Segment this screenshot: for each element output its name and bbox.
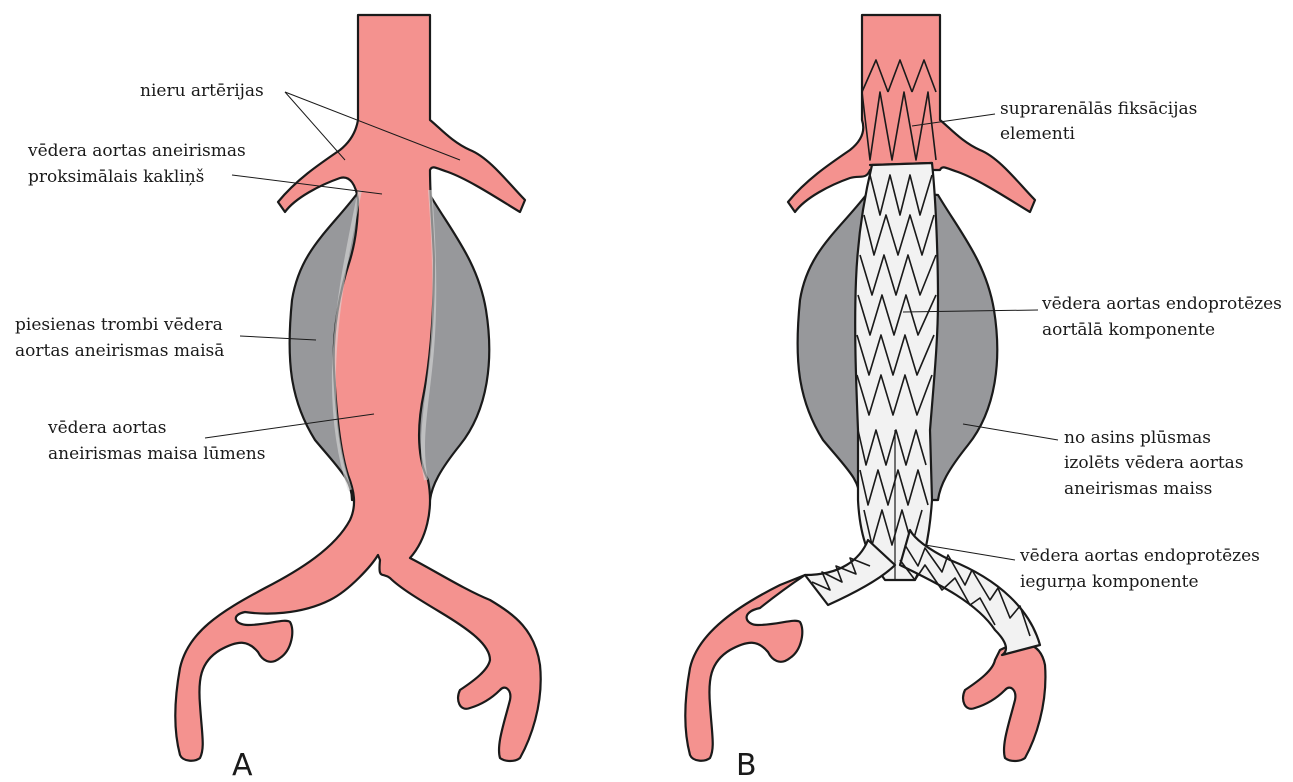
label-thrombus-1: piesienas trombi vēdera	[15, 315, 223, 335]
label-excluded-sac-2: izolēts vēdera aortas	[1064, 453, 1244, 473]
label-excluded-sac-3: aneirismas maiss	[1064, 479, 1212, 499]
panel-b-letter: B	[736, 748, 757, 782]
label-proximal-neck-1: vēdera aortas aneirismas	[27, 141, 246, 161]
leader-renal-left	[285, 92, 345, 160]
label-lumen-1: vēdera aortas	[47, 418, 166, 438]
label-aortic-component-2: aortālā komponente	[1042, 320, 1215, 340]
b-iliac-component	[900, 530, 1040, 655]
b-left-iliac	[685, 575, 805, 761]
label-aortic-component-1: vēdera aortas endoprotēzes	[1041, 294, 1282, 314]
label-excluded-sac-1: no asins plūsmas	[1064, 428, 1211, 448]
label-lumen-2: aneirismas maisa lūmens	[48, 444, 265, 464]
label-iliac-component-1: vēdera aortas endoprotēzes	[1019, 546, 1260, 566]
label-proximal-neck-2: proksimālais kakliņš	[28, 167, 204, 187]
label-thrombus-2: aortas aneirismas maisā	[15, 341, 224, 361]
label-suprarenal-2: elementi	[1000, 124, 1076, 144]
b-right-iliac	[963, 644, 1045, 761]
panel-b: B suprarenālās fiksācijas elementi vēder…	[685, 15, 1281, 782]
label-suprarenal-1: suprarenālās fiksācijas	[1000, 99, 1197, 119]
label-renal-arteries: nieru artērijas	[140, 81, 264, 101]
label-iliac-component-2: iegurņa komponente	[1020, 572, 1199, 592]
panel-a-letter: A	[232, 748, 253, 782]
panel-a: A nieru artērijas vēdera aortas aneirism…	[15, 15, 541, 782]
